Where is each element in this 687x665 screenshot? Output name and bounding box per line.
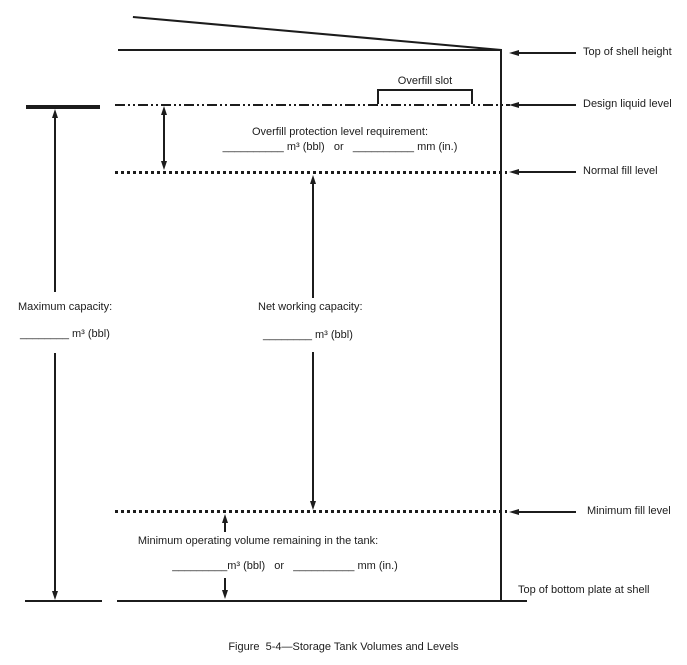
- bottom-plate-line-left: [25, 600, 102, 602]
- arrowhead-up-icon: [160, 106, 167, 115]
- net-working-arrow-shaft-top: [312, 183, 314, 298]
- arrowhead-down-icon: [221, 590, 228, 599]
- minimum-fill-leader-line: [517, 511, 576, 513]
- design-liquid-level-line: [115, 104, 510, 106]
- arrowhead-down-icon: [51, 591, 58, 600]
- net-working-capacity-value-line: ________ m³ (bbl): [263, 329, 353, 341]
- arrowhead-up-icon: [309, 175, 316, 184]
- max-capacity-reference-line: [26, 105, 100, 109]
- max-capacity-arrow-shaft-bottom: [54, 353, 56, 592]
- net-working-capacity-title: Net working capacity:: [258, 301, 363, 313]
- net-working-arrow-shaft-bottom: [312, 352, 314, 502]
- min-operating-arrow-shaft-top: [224, 522, 226, 532]
- figure-caption: Figure 5-4—Storage Tank Volumes and Leve…: [228, 641, 459, 653]
- maximum-capacity-value-line: ________ m³ (bbl): [20, 328, 110, 340]
- maximum-capacity-title: Maximum capacity:: [18, 301, 113, 313]
- overfill-requirement-value-line: __________ m³ (bbl) or __________ mm (in…: [222, 141, 458, 153]
- arrowhead-down-icon: [309, 501, 316, 510]
- bottom-plate-label: Top of bottom plate at shell: [518, 584, 650, 596]
- arrowhead-down-icon: [160, 161, 167, 170]
- top-of-shell-leader-line: [517, 52, 576, 54]
- normal-fill-level-label: Normal fill level: [583, 165, 658, 177]
- overfill-requirement-title: Overfill protection level requirement:: [251, 126, 429, 138]
- overfill-slot-label: Overfill slot: [397, 75, 453, 87]
- min-operating-arrow-shaft-bottom: [224, 578, 226, 591]
- arrowhead-up-icon: [51, 109, 58, 118]
- minimum-fill-level-line: [115, 510, 507, 513]
- minimum-fill-level-label: Minimum fill level: [587, 505, 671, 517]
- overfill-dimension-arrow-shaft: [163, 114, 165, 162]
- minimum-operating-volume-value-line: _________m³ (bbl) or __________ mm (in.): [172, 560, 398, 572]
- top-of-shell-label: Top of shell height: [583, 46, 672, 58]
- normal-fill-leader-line: [517, 171, 576, 173]
- normal-fill-level-line: [115, 171, 507, 174]
- overfill-slot-bracket-top: [377, 89, 473, 91]
- right-shell-wall-line: [500, 49, 502, 602]
- design-liquid-level-label: Design liquid level: [583, 98, 672, 110]
- overfill-slot-bracket-left: [377, 89, 379, 104]
- bottom-plate-line-main: [117, 600, 527, 602]
- minimum-operating-volume-title: Minimum operating volume remaining in th…: [137, 535, 379, 547]
- overfill-slot-bracket-right: [471, 89, 473, 104]
- top-of-shell-line: [118, 49, 502, 51]
- arrowhead-left-icon: [509, 101, 519, 108]
- max-capacity-arrow-shaft-top: [54, 117, 56, 292]
- design-liquid-leader-line: [517, 104, 576, 106]
- arrowhead-left-icon: [509, 508, 519, 515]
- roof-slope-line: [132, 16, 502, 51]
- arrowhead-left-icon: [509, 49, 519, 56]
- arrowhead-left-icon: [509, 168, 519, 175]
- arrowhead-up-icon: [221, 514, 228, 523]
